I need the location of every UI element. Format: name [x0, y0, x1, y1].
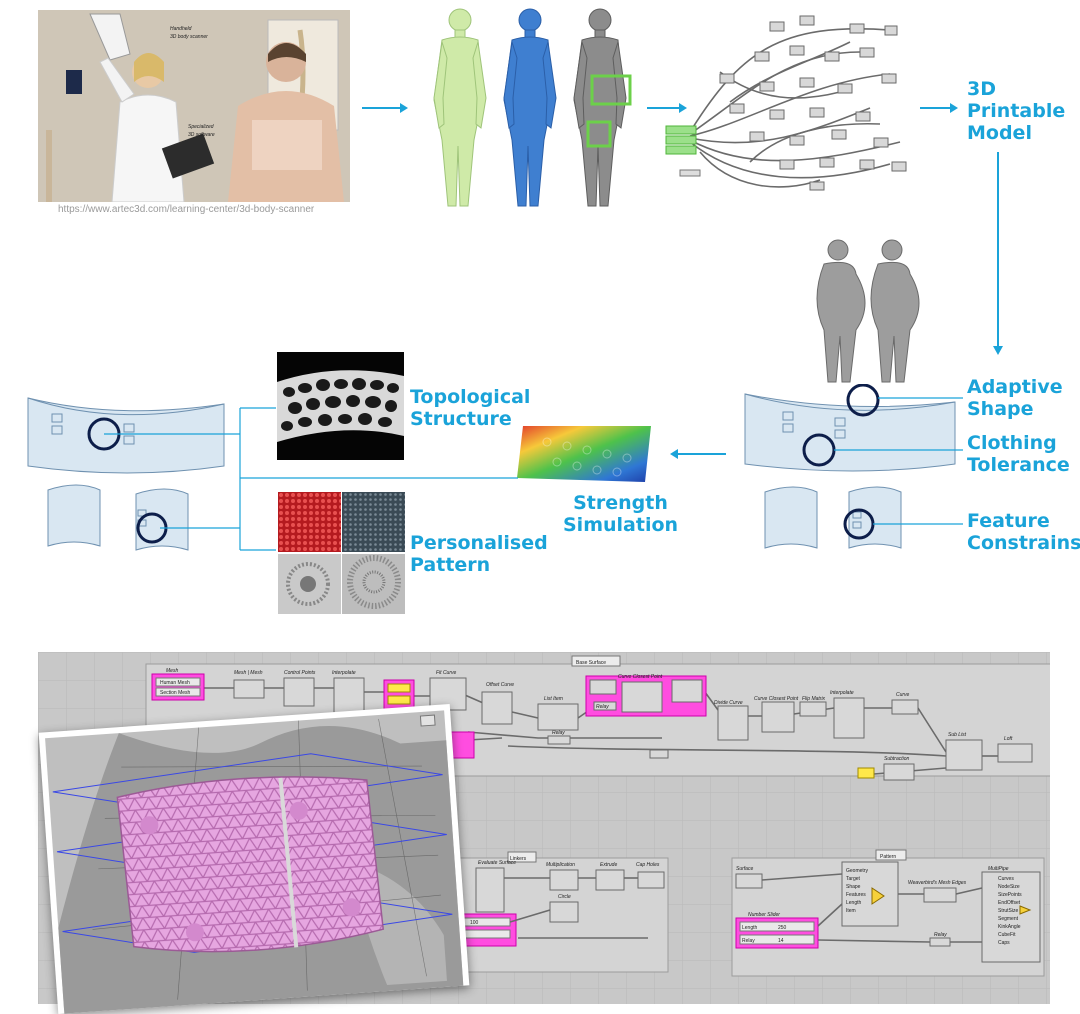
step-3d-printable-model: 3D Printable Model — [967, 78, 1066, 144]
svg-text:Flip Matrix: Flip Matrix — [802, 696, 826, 702]
svg-text:Divide Curve: Divide Curve — [714, 700, 743, 706]
svg-text:Relay: Relay — [934, 932, 947, 938]
svg-text:Pattern: Pattern — [880, 854, 896, 860]
svg-text:NodeSize: NodeSize — [998, 884, 1020, 890]
connector-lines — [104, 407, 518, 551]
svg-text:Curve Closest Point: Curve Closest Point — [754, 696, 799, 702]
svg-text:100: 100 — [470, 920, 479, 926]
arrow-left-icon — [670, 449, 726, 459]
svg-text:Control Points: Control Points — [284, 670, 316, 676]
personalised-pattern-image — [278, 492, 405, 614]
marker-adaptive-shape — [846, 384, 880, 417]
rhino-viewport-popup — [38, 703, 470, 1014]
body-scan-photo: Handheld 3D body scanner Specialized 3D … — [38, 10, 350, 202]
svg-text:Fit Curve: Fit Curve — [436, 670, 457, 676]
svg-text:Item: Item — [846, 908, 856, 914]
svg-text:Handheld: Handheld — [170, 26, 192, 32]
svg-text:Features: Features — [846, 892, 866, 898]
svg-text:KinkAngle: KinkAngle — [998, 924, 1021, 930]
svg-text:Loft: Loft — [1004, 736, 1013, 742]
svg-text:Mesh: Mesh — [166, 668, 178, 674]
svg-text:Relay: Relay — [742, 938, 755, 944]
arrow-down-icon — [993, 152, 1003, 355]
svg-text:Linkers: Linkers — [510, 856, 527, 862]
svg-text:Circle: Circle — [558, 894, 571, 900]
svg-text:Curve: Curve — [896, 692, 910, 698]
svg-text:Length: Length — [742, 925, 758, 931]
source-caption: https://www.artec3d.com/learning-center/… — [58, 204, 315, 215]
svg-text:Relay: Relay — [552, 730, 565, 736]
svg-text:EndOffset: EndOffset — [998, 900, 1021, 906]
topological-structure-image — [277, 352, 404, 460]
svg-text:Weaverbird's Mesh Edges: Weaverbird's Mesh Edges — [908, 880, 967, 886]
svg-text:Length: Length — [846, 900, 862, 906]
svg-text:Multiplication: Multiplication — [546, 862, 575, 868]
svg-text:Curve Closest Point: Curve Closest Point — [618, 674, 663, 680]
belt-right — [744, 384, 963, 549]
svg-text:3D body scanner: 3D body scanner — [170, 34, 208, 40]
svg-text:MultiPipe: MultiPipe — [988, 866, 1009, 872]
svg-text:Geometry: Geometry — [846, 868, 868, 874]
svg-text:Human Mesh: Human Mesh — [160, 680, 190, 686]
svg-text:Caps: Caps — [998, 940, 1010, 946]
adaptive-body-scans — [816, 239, 920, 383]
svg-text:Offset Curve: Offset Curve — [486, 682, 514, 688]
svg-text:Shape: Shape — [846, 884, 861, 890]
svg-text:Segment: Segment — [998, 916, 1019, 922]
arrow-right-icon — [362, 103, 408, 113]
arrow-right-icon — [647, 103, 687, 113]
svg-text:Relay: Relay — [596, 704, 609, 710]
svg-text:Cap Holes: Cap Holes — [636, 862, 660, 868]
svg-text:Interpolate: Interpolate — [830, 690, 854, 696]
svg-text:Evaluate Surface: Evaluate Surface — [478, 860, 516, 866]
svg-text:StrutSize: StrutSize — [998, 908, 1019, 914]
body-scan-meshes — [433, 8, 632, 207]
svg-text:Target: Target — [846, 876, 861, 882]
svg-text:Section Mesh: Section Mesh — [160, 690, 191, 696]
grasshopper-definition-overview — [665, 15, 907, 191]
svg-text:Specialized: Specialized — [188, 124, 214, 130]
svg-text:14: 14 — [778, 938, 784, 944]
svg-text:250: 250 — [778, 925, 787, 931]
arrow-right-icon — [920, 103, 958, 113]
svg-text:Sub List: Sub List — [948, 732, 967, 738]
svg-text:Base Surface: Base Surface — [576, 660, 606, 666]
svg-text:3D software: 3D software — [188, 132, 215, 138]
svg-text:Subtraction: Subtraction — [884, 756, 910, 762]
svg-text:Curves: Curves — [998, 876, 1014, 882]
strength-simulation-image — [517, 422, 657, 486]
svg-text:Mesh | Mesh: Mesh | Mesh — [234, 670, 263, 676]
belt-left — [27, 397, 225, 551]
svg-text:List Item: List Item — [544, 696, 563, 702]
svg-text:Interpolate: Interpolate — [332, 670, 356, 676]
svg-text:Surface: Surface — [736, 866, 753, 872]
svg-text:Extrude: Extrude — [600, 862, 617, 868]
svg-text:CubeFit: CubeFit — [998, 932, 1016, 938]
svg-text:Number Slider: Number Slider — [748, 912, 780, 918]
svg-text:SizePoints: SizePoints — [998, 892, 1022, 898]
